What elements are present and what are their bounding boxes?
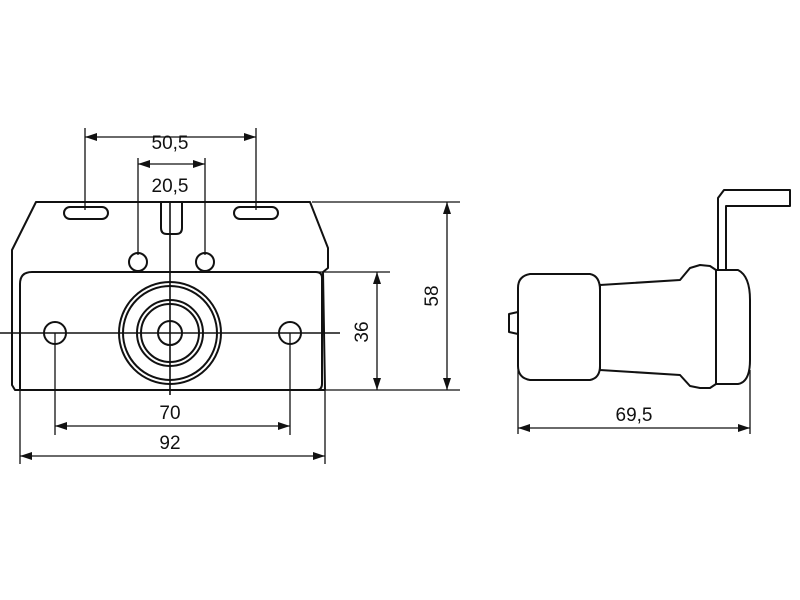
side-view-dimensions: 69,5 [517,370,751,434]
central-notch [160,201,183,235]
dimension-label-70: 70 [159,403,180,424]
dimension-label-20-5: 20,5 [152,176,189,197]
side-view [508,189,791,389]
dimension-label-36: 36 [352,321,373,342]
side-mounting-bracket [717,189,791,271]
small-hole-left [128,252,148,272]
front-view-dimensions: 50,5 20,5 58 36 70 92 [19,128,460,464]
side-middle-body [599,264,717,389]
side-rear-housing [715,269,751,385]
dimension-label-92: 92 [159,433,180,454]
side-lens-body [517,273,601,381]
small-hole-right [195,252,215,272]
lamp-housing [19,271,323,391]
bracket-outline [11,201,329,391]
dimension-label-69-5: 69,5 [616,405,653,426]
side-connector-tab [508,311,519,335]
front-view [0,201,340,395]
dimension-label-50-5: 50,5 [152,133,189,154]
mounting-slot-left [63,206,109,220]
dimension-label-58: 58 [422,285,443,306]
